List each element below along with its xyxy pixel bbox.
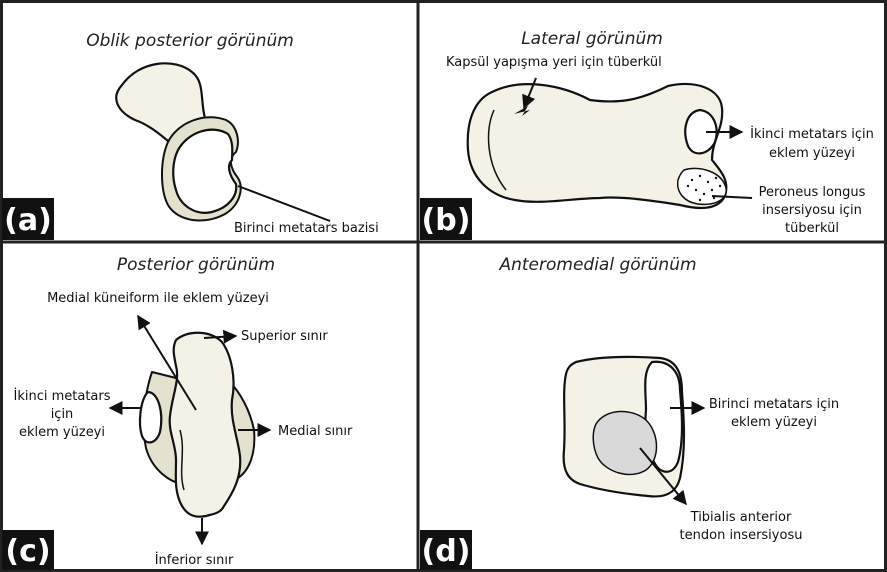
- panel-b-label-second-mt-1: İkinci metatars için: [750, 126, 874, 142]
- panel-a-title: Oblik posterior görünüm: [86, 31, 294, 51]
- panel-c: Posterior görünüm Medial küneiform ile e…: [2, 255, 353, 570]
- panel-d-label-tibialis-1: Tibialis anterior: [690, 510, 792, 525]
- panel-d-title: Anteromedial görünüm: [498, 255, 696, 275]
- panel-c-bone: [110, 316, 270, 544]
- panel-d: Anteromedial görünüm Birinci metatars iç…: [420, 255, 839, 570]
- panel-d-letter: (d): [422, 534, 471, 569]
- panel-c-label-inferior: İnferior sınır: [155, 552, 234, 568]
- panel-b-label-second-mt-2: eklem yüzeyi: [769, 146, 855, 161]
- panel-b-bone: [468, 78, 752, 208]
- panel-a: Oblik posterior görünüm Birinci metatars…: [2, 31, 379, 240]
- panel-c-label-medial-cuneiform: Medial küneiform ile eklem yüzeyi: [47, 291, 269, 306]
- panel-c-letter: (c): [5, 534, 50, 569]
- panel-d-label-first-mt-1: Birinci metatars için: [709, 397, 839, 412]
- panel-a-bone: [116, 63, 330, 221]
- panel-b-title: Lateral görünüm: [521, 29, 663, 49]
- panel-a-label-base: Birinci metatars bazisi: [234, 221, 379, 236]
- panel-c-label-second-mt-1: İkinci metatars: [13, 388, 110, 404]
- panel-d-label-first-mt-2: eklem yüzeyi: [731, 415, 817, 430]
- panel-b-label-peroneus-1: Peroneus longus: [759, 185, 866, 200]
- panel-d-label-tibialis-2: tendon insersiyosu: [680, 528, 803, 543]
- panel-d-bone: [564, 357, 704, 504]
- panel-c-label-second-mt-3: eklem yüzeyi: [19, 425, 105, 440]
- panel-a-base-arrow: [238, 186, 330, 221]
- panel-b: Lateral görünüm Kapsül yapışma yeri için…: [420, 29, 874, 240]
- panel-b-letter: (b): [422, 203, 471, 238]
- panel-c-title: Posterior görünüm: [117, 255, 275, 275]
- panel-b-label-capsule: Kapsül yapışma yeri için tüberkül: [446, 55, 662, 70]
- panel-b-label-peroneus-2: insersiyosu için: [762, 203, 862, 218]
- panel-a-letter: (a): [4, 203, 52, 238]
- panel-c-label-second-mt-2: için: [51, 407, 74, 422]
- panel-d-tibialis-area: [593, 411, 656, 474]
- panel-b-label-peroneus-3: tüberkül: [785, 221, 839, 236]
- panel-c-label-medial: Medial sınır: [278, 424, 353, 439]
- panel-c-label-superior: Superior sınır: [241, 329, 328, 344]
